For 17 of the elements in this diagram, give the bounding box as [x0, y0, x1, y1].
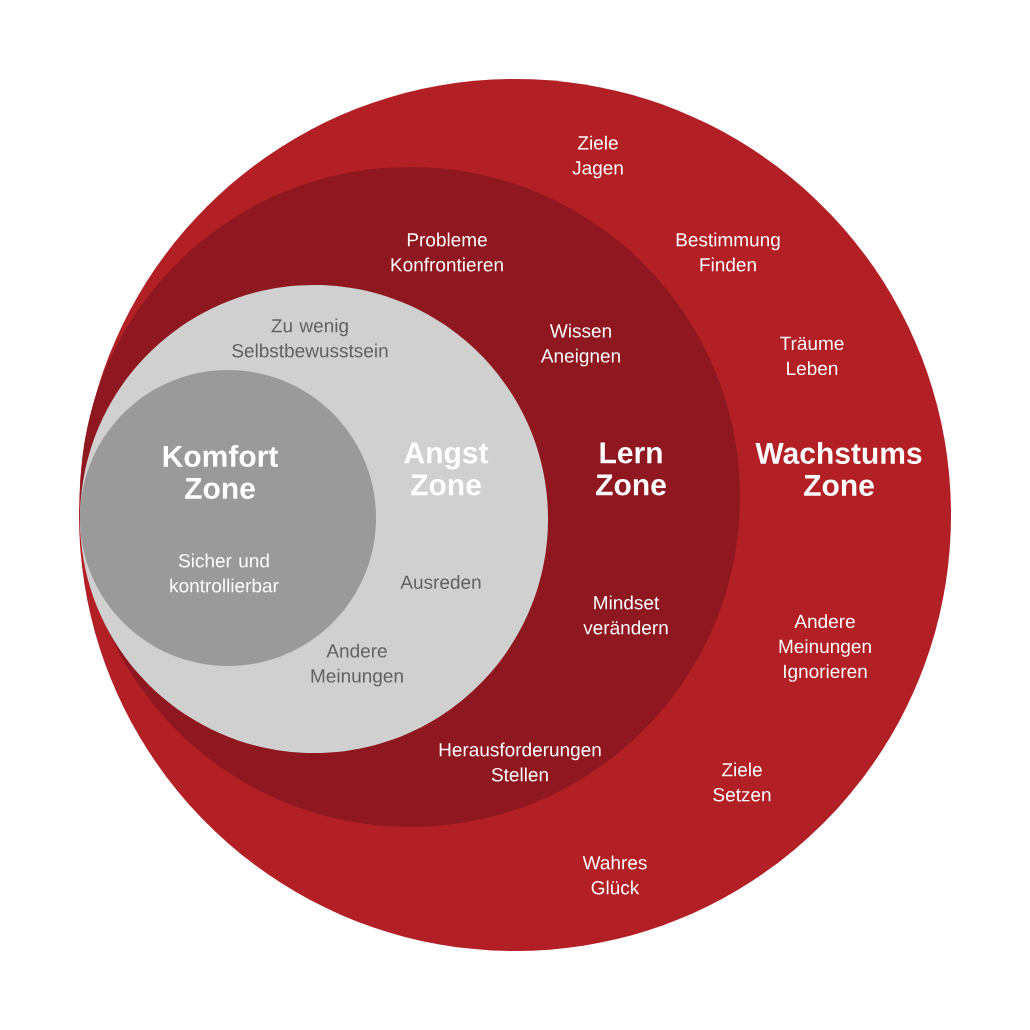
item-text: Ausreden	[400, 575, 481, 589]
item-text: Andere Meinungen Ignorieren	[779, 614, 871, 682]
item-text: Mindset verändern	[583, 595, 668, 635]
item-text: Ziele Jagen	[572, 135, 623, 179]
item-text: Sicher und kontrollierbar	[170, 553, 279, 593]
item-text: Träume Leben	[780, 336, 844, 376]
item-text: Zu wenig Selbstbewusstsein	[232, 318, 388, 358]
zone-title: Wachstums Zone	[755, 442, 922, 496]
item-text: Ziele Setzen	[713, 762, 771, 802]
item-text: Bestimmung Finden	[676, 232, 780, 272]
item-text: Herausforderungen Stellen	[439, 742, 601, 782]
item-text: Andere Meinungen	[311, 643, 403, 687]
zone-title: Lern Zone	[596, 442, 666, 496]
item-text: Wissen Aneignen	[540, 323, 620, 367]
item-text: Probleme Konfrontieren	[391, 232, 503, 272]
zone-title: Komfort Zone	[163, 445, 278, 499]
item-text: Wahres Glück	[582, 855, 647, 895]
